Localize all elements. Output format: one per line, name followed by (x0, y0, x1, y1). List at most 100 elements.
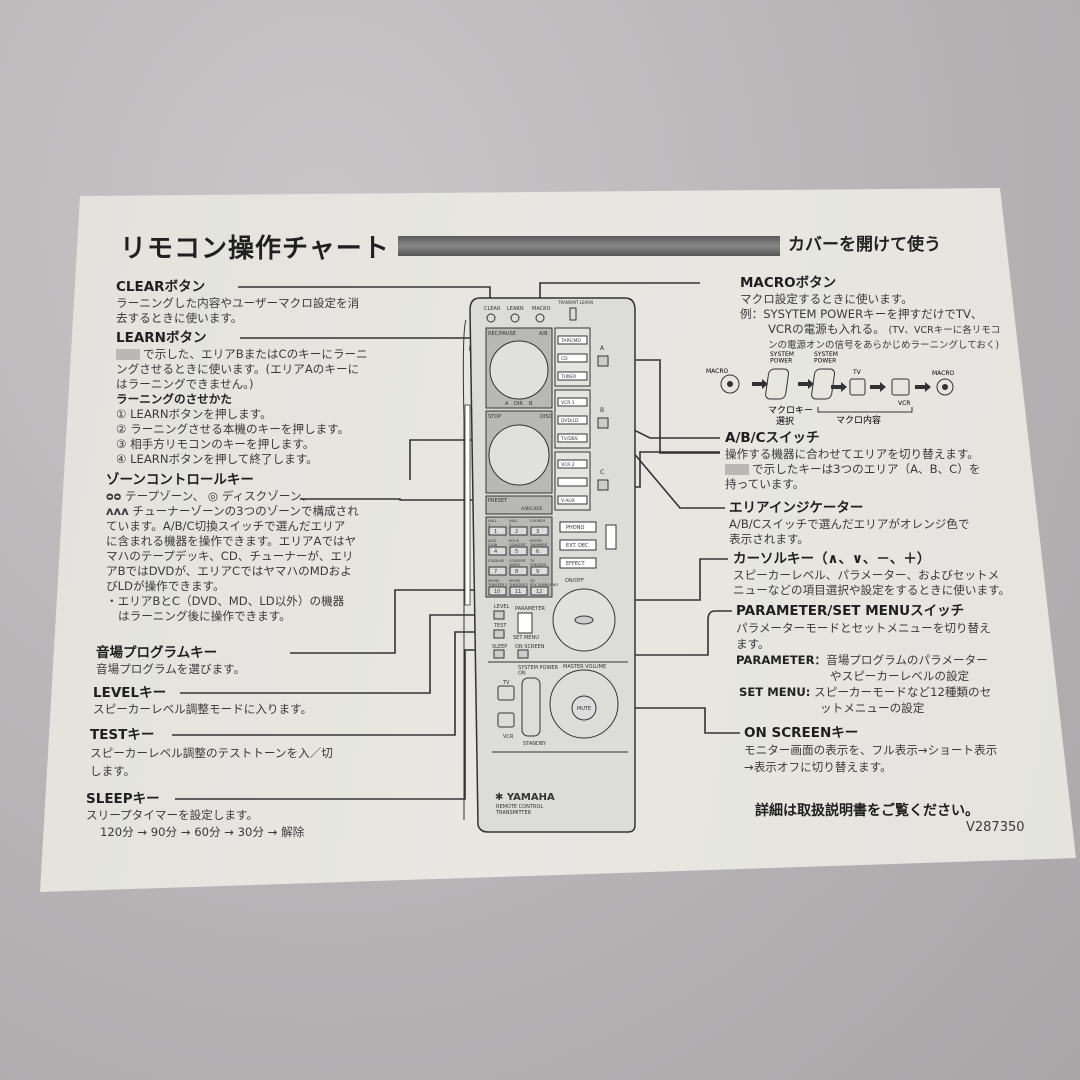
setmenu-label: SET MENU: (739, 685, 811, 699)
program-heading: 音場プログラムキー (96, 645, 218, 661)
step: ② ラーニングさせる本機のキーを押します。 (116, 422, 350, 436)
diagram-label: 選択 (776, 415, 794, 427)
text-line: スピーカーレベル調整モードに入ります。 (93, 702, 313, 716)
abc-heading: A/B/Cスイッチ (725, 430, 820, 446)
text-line: 去するときに使います。 (116, 311, 243, 325)
input-key[interactable] (559, 539, 597, 551)
onscreen-key[interactable] (517, 649, 529, 659)
sleep-heading: SLEEPキー (86, 791, 160, 807)
area-letter: A (600, 345, 605, 352)
program-key[interactable] (530, 526, 549, 536)
text-line: マハのテープデッキ、CD、チューナーが、エリ (106, 549, 354, 563)
program-key[interactable] (488, 586, 507, 596)
text-line: はラーニング後に操作できます。 (118, 609, 291, 623)
remote-body: CLEAR LEARN MACRO TRANSMIT LEARN REC/PAU… (462, 297, 636, 833)
text-line: はラーニングできません。) (116, 377, 254, 391)
source-key[interactable] (557, 495, 588, 505)
program-number: 1 (494, 529, 497, 535)
source-key[interactable] (557, 353, 588, 363)
program-key[interactable] (488, 566, 507, 576)
area-letter: C (600, 469, 604, 476)
mute-button[interactable] (571, 695, 597, 721)
text-line: ニューなどの項目選択や設定をするときに使います。 (733, 583, 1011, 597)
program-key[interactable] (509, 526, 528, 536)
vcr-key-label: VCR (503, 734, 514, 740)
key-label: B (529, 401, 533, 407)
source-key[interactable] (557, 335, 588, 345)
source-key[interactable] (557, 415, 588, 425)
page-title: リモコン操作チャート (120, 234, 390, 264)
title-bar (398, 236, 780, 256)
input-key-label: EFFECT (566, 561, 586, 567)
sleep-key-label: SLEEP (492, 644, 507, 650)
text-line: で示したキーは3つのエリア（A、B、C）を (752, 462, 981, 476)
input-key[interactable] (559, 557, 597, 569)
level-heading: LEVELキー (93, 685, 167, 701)
source-key[interactable] (557, 433, 588, 443)
yamaha-logo: ✱ YAMAHA (495, 792, 555, 803)
source-key[interactable] (557, 459, 588, 469)
vcr-key-icon (891, 378, 910, 396)
source-key-label: VCR 2 (561, 462, 575, 468)
source-key-label: CD (561, 356, 568, 362)
program-key[interactable] (509, 546, 528, 556)
source-key[interactable] (557, 477, 588, 487)
area-switch-indicator[interactable] (597, 417, 609, 429)
program-number: 5 (515, 549, 518, 555)
step: ③ 相手方リモコンのキーを押します。 (116, 437, 315, 451)
program-key[interactable] (509, 566, 528, 576)
abc-switch-section: A/B/Cスイッチ 操作する機器に合わせてエリアを切り替えます。 で示したキーは… (725, 429, 980, 492)
source-key-label: TV/DBS (560, 436, 578, 442)
program-key[interactable] (530, 566, 549, 576)
area-switch-indicator[interactable] (597, 355, 609, 367)
how-to-heading: ラーニングのさせかた (116, 392, 232, 406)
level-key[interactable] (493, 610, 505, 620)
area-switch-indicator[interactable] (597, 479, 609, 491)
mute-label: MUTE (577, 706, 591, 712)
disc-icon: ◎ (207, 489, 218, 503)
source-key[interactable] (557, 371, 588, 381)
system-power-key-icon (811, 368, 836, 400)
tv-key[interactable] (497, 685, 515, 701)
sleep-key[interactable] (493, 649, 505, 659)
parameter-label: PARAMETER (515, 606, 545, 612)
text-line: A/B/Cスイッチで選んだエリアがオレンジ色で (729, 517, 970, 531)
note: (TV、VCRキーに各リモコ (888, 325, 1001, 336)
sleep-section: SLEEPキー スリープタイマーを設定します。 120分 → 90分 → 60分… (86, 790, 304, 840)
source-key[interactable] (557, 397, 588, 407)
program-key[interactable] (488, 546, 507, 556)
system-power-key[interactable] (521, 677, 541, 737)
text-line: します。 (90, 764, 136, 778)
key-label: DIR (514, 401, 523, 407)
tuner-icon: ʌʌʌ (106, 504, 129, 518)
text-line: →表示オフに切り替えます。 (744, 760, 892, 774)
program-key[interactable] (509, 586, 528, 596)
program-key[interactable] (530, 586, 549, 596)
side-switch[interactable] (605, 524, 617, 550)
program-key[interactable] (530, 546, 549, 556)
zone1-cursor-pad[interactable] (489, 340, 549, 400)
source-key-label: TAPE/MD (560, 338, 581, 344)
diagram-label: マクロキー (768, 405, 813, 416)
input-key[interactable] (559, 521, 597, 533)
preset-keys[interactable] (485, 495, 553, 515)
program-key[interactable] (488, 526, 507, 536)
test-key[interactable] (493, 629, 505, 639)
vcr-key[interactable] (497, 712, 515, 728)
highlight-swatch (725, 464, 749, 475)
zone2-cursor-pad[interactable] (488, 424, 550, 486)
parameter-setmenu-switch[interactable] (517, 612, 533, 634)
macro-button-icon (720, 374, 740, 394)
master-volume-dial[interactable] (549, 669, 619, 739)
note: ンの電源オンの信号をあらかじめラーニングしておく) (768, 340, 1000, 351)
text-line: で示した、エリアBまたはCのキーにラーニ (143, 347, 368, 361)
source-key-label: TUNER (560, 374, 576, 380)
